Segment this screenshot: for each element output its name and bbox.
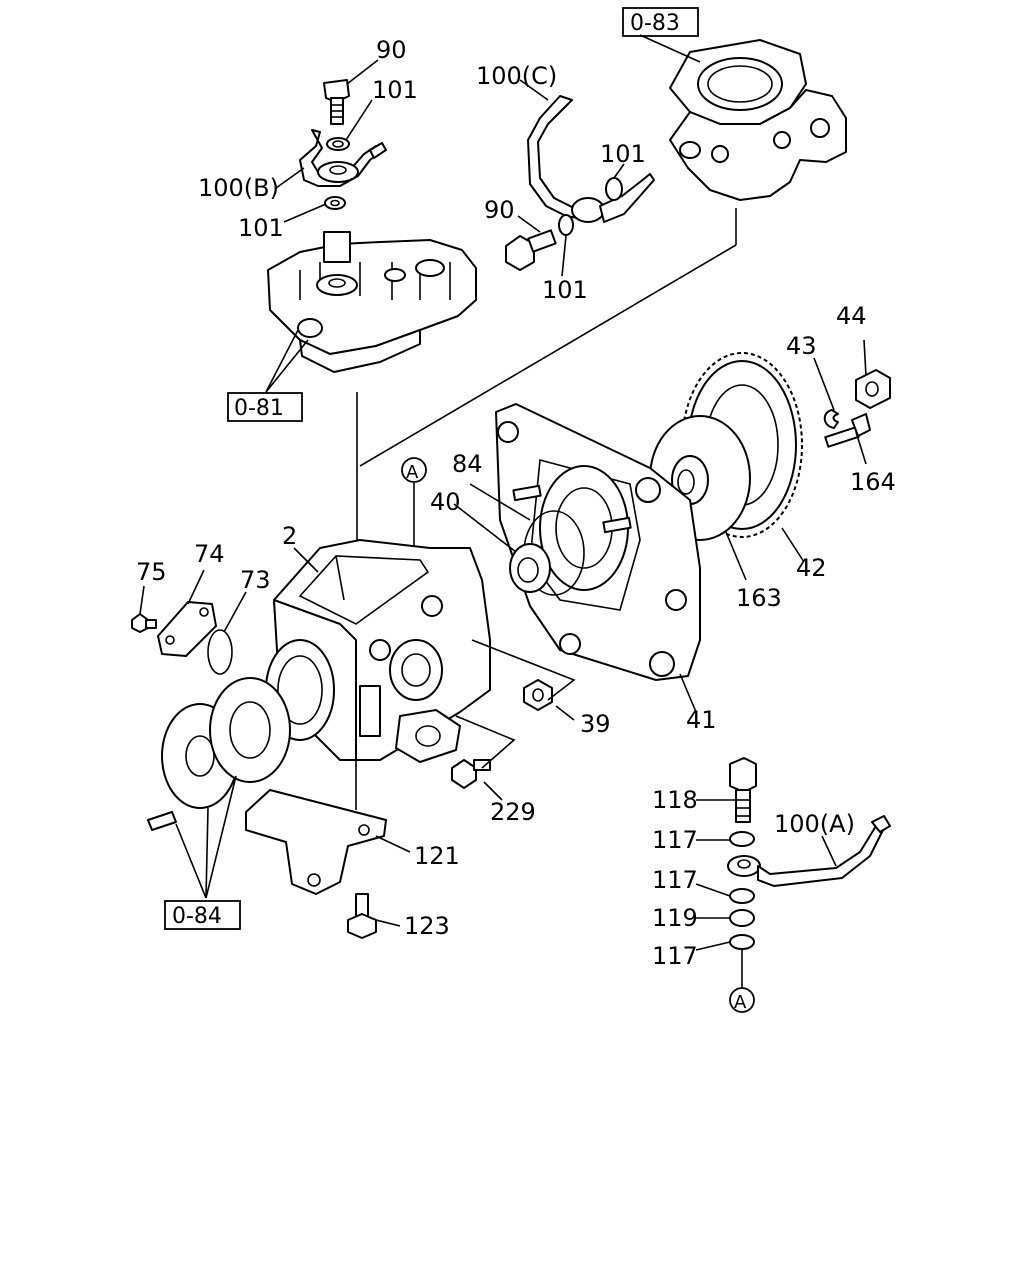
callout-43[interactable]: 43 — [786, 332, 817, 360]
o-ring-73 — [207, 629, 233, 675]
washer-117-3 — [729, 934, 755, 950]
pump-body-2 — [265, 539, 491, 763]
leader-229-bracket — [455, 715, 516, 769]
flange-nut-39 — [523, 679, 553, 711]
ref-box-0-81[interactable]: 0-81 — [227, 392, 303, 422]
gear-case-plate-41 — [495, 403, 701, 681]
ref-box-0-83[interactable]: 0-83 — [622, 7, 699, 37]
callout-90-top[interactable]: 90 — [376, 36, 407, 64]
bracket-121 — [245, 789, 387, 895]
callout-42[interactable]: 42 — [796, 554, 827, 582]
callout-75[interactable]: 75 — [136, 558, 167, 586]
callout-leaders — [139, 34, 867, 951]
marker-a-bottom: A — [729, 987, 755, 1013]
oil-seal-40 — [509, 543, 551, 593]
callout-163[interactable]: 163 — [736, 584, 782, 612]
housing-assembly-0-83 — [669, 39, 847, 201]
callout-101-mid2[interactable]: 101 — [542, 276, 588, 304]
callout-118[interactable]: 118 — [652, 786, 698, 814]
callout-41[interactable]: 41 — [686, 706, 717, 734]
callout-121[interactable]: 121 — [414, 842, 460, 870]
callout-73[interactable]: 73 — [240, 566, 271, 594]
callout-117-1[interactable]: 117 — [652, 826, 698, 854]
banjo-bolt-90-mid — [505, 229, 557, 271]
callout-100a[interactable]: 100(A) — [774, 810, 855, 838]
callout-40[interactable]: 40 — [430, 488, 461, 516]
callout-2[interactable]: 2 — [282, 522, 297, 550]
callout-39[interactable]: 39 — [580, 710, 611, 738]
callout-123[interactable]: 123 — [404, 912, 450, 940]
washer-101-top1 — [326, 137, 350, 151]
callout-101-top1[interactable]: 101 — [372, 76, 418, 104]
flange-assembly-0-84 — [147, 677, 291, 831]
washer-101-mid2 — [558, 214, 574, 236]
ref-label-0-84: 0-84 — [172, 904, 222, 929]
washer-101-mid1 — [605, 177, 623, 201]
ref-label-0-83: 0-83 — [630, 11, 680, 36]
assembly-line-housing — [359, 244, 737, 467]
banjo-bolt-118 — [729, 757, 757, 823]
eye-fitting-100a — [727, 815, 891, 887]
callout-44[interactable]: 44 — [836, 302, 867, 330]
bolt-123 — [347, 893, 377, 939]
hub-bolt-164 — [824, 413, 871, 448]
washer-101-top2 — [324, 196, 346, 210]
callout-101-top2[interactable]: 101 — [238, 214, 284, 242]
washer-119 — [729, 909, 755, 927]
callout-229[interactable]: 229 — [490, 798, 536, 826]
ref-box-0-84[interactable]: 0-84 — [164, 900, 241, 930]
banjo-bolt-90-top — [323, 79, 350, 125]
washer-117-2 — [729, 888, 755, 904]
head-cover-assembly — [267, 231, 477, 373]
marker-a-top: A — [401, 457, 427, 483]
svg-text:A: A — [406, 462, 419, 483]
pipe-100c — [527, 95, 655, 223]
callout-74[interactable]: 74 — [194, 540, 225, 568]
callout-101-mid1[interactable]: 101 — [600, 140, 646, 168]
nut-44 — [855, 369, 891, 409]
callout-100b[interactable]: 100(B) — [198, 174, 279, 202]
ref-label-0-81: 0-81 — [234, 396, 284, 421]
washer-117-1 — [729, 831, 755, 847]
leader-39-bracket — [471, 639, 576, 701]
bolt-75 — [131, 613, 157, 633]
callout-117-3[interactable]: 117 — [652, 942, 698, 970]
callout-164[interactable]: 164 — [850, 468, 896, 496]
callout-90-mid[interactable]: 90 — [484, 196, 515, 224]
callout-119[interactable]: 119 — [652, 904, 698, 932]
eye-fitting-100b — [299, 129, 387, 187]
bolt-229 — [451, 759, 491, 789]
lock-washer-43 — [823, 409, 839, 429]
svg-text:A: A — [734, 992, 747, 1013]
callout-labels: 90 101 100(B) 101 100(C) 101 90 101 44 4… — [136, 36, 896, 970]
cover-plate-74 — [157, 601, 217, 657]
callout-84[interactable]: 84 — [452, 450, 483, 478]
callout-100c[interactable]: 100(C) — [476, 62, 557, 90]
callout-117-2[interactable]: 117 — [652, 866, 698, 894]
